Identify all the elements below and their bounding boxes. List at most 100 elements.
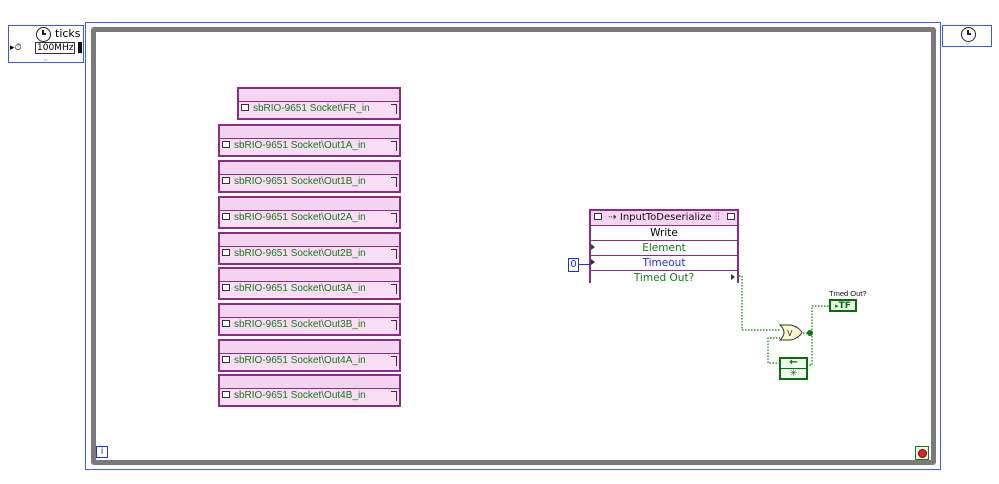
io-item[interactable]: sbRIO-9651 Socket\FR_in: [239, 102, 399, 118]
fpga-io-node[interactable]: sbRIO-9651 Socket\Out2A_in: [218, 196, 401, 229]
io-item[interactable]: sbRIO-9651 Socket\Out1A_in: [220, 139, 399, 155]
reference-icon: [241, 104, 249, 111]
fifo-write-node[interactable]: ⇢ InputToDeserialize ⫶⫶ Write Element Ti…: [589, 209, 739, 285]
fpga-io-node[interactable]: sbRIO-9651 Socket\Out3A_in: [218, 267, 401, 300]
io-node-header: [239, 89, 399, 102]
reference-out-icon: [727, 213, 735, 220]
output-terminal-icon[interactable]: [391, 177, 397, 187]
fpga-io-node[interactable]: sbRIO-9651 Socket\Out1B_in: [218, 160, 401, 193]
io-item-label: sbRIO-9651 Socket\FR_in: [253, 103, 370, 114]
terminal-label: Element: [642, 242, 686, 254]
timeout-wire: [579, 264, 590, 265]
timed-loop-input-node[interactable]: ticks ▸⏱ 100MHz ⌄: [8, 25, 84, 64]
io-item-label: sbRIO-9651 Socket\Out4A_in: [234, 355, 366, 366]
fifo-terminal-timeout[interactable]: Timeout: [591, 256, 737, 271]
feedback-wire: [808, 333, 813, 366]
reference-icon: [222, 177, 230, 184]
indicator-label: Tmed Out?: [829, 289, 867, 298]
reference-icon: [222, 391, 230, 398]
fpga-io-node[interactable]: sbRIO-9651 Socket\Out4B_in: [218, 374, 401, 407]
feedback-return-wire: [767, 337, 780, 364]
io-item-label: sbRIO-9651 Socket\Out4B_in: [234, 390, 366, 401]
timing-source-label: ticks: [55, 27, 81, 40]
feedback-arrow-icon: ←: [781, 358, 806, 369]
expand-chevron-icon[interactable]: ⌄: [42, 54, 50, 64]
source-icon: ▸⏱: [10, 43, 22, 53]
io-item[interactable]: sbRIO-9651 Socket\Out4A_in: [220, 354, 399, 370]
timing-source-row[interactable]: ▸⏱ 100MHz: [9, 42, 83, 54]
io-item[interactable]: sbRIO-9651 Socket\Out1B_in: [220, 175, 399, 191]
fpga-io-node-fr[interactable]: sbRIO-9651 Socket\FR_in: [237, 87, 401, 120]
fpga-io-node[interactable]: sbRIO-9651 Socket\Out3B_in: [218, 303, 401, 336]
or-gate[interactable]: V: [778, 324, 803, 341]
io-item-label: sbRIO-9651 Socket\Out2A_in: [234, 212, 366, 223]
feedback-node[interactable]: ← ✳: [779, 357, 808, 380]
timed-out-indicator[interactable]: ▸TF: [829, 299, 857, 312]
output-terminal-icon: [731, 274, 735, 280]
fifo-header: ⇢ InputToDeserialize ⫶⫶: [591, 211, 737, 226]
io-node-header: [220, 376, 399, 389]
output-terminal-icon[interactable]: [391, 284, 397, 294]
iteration-terminal[interactable]: i: [96, 446, 108, 458]
io-item-label: sbRIO-9651 Socket\Out3A_in: [234, 283, 366, 294]
reference-icon: [222, 141, 230, 148]
terminal-label: Timed Out?: [633, 272, 695, 284]
fifo-terminal-timed-out[interactable]: Timed Out?: [591, 271, 737, 285]
io-item[interactable]: sbRIO-9651 Socket\Out4B_in: [220, 389, 399, 405]
clock-rate-value[interactable]: 100MHz: [35, 42, 76, 54]
output-terminal-icon[interactable]: [391, 320, 397, 330]
fifo-name: InputToDeserialize: [619, 212, 712, 223]
clock-icon: [961, 27, 976, 42]
svg-text:V: V: [787, 329, 793, 338]
io-node-header: [220, 341, 399, 354]
io-node-header: [220, 126, 399, 139]
io-item[interactable]: sbRIO-9651 Socket\Out2A_in: [220, 211, 399, 227]
fifo-arrow-icon: ⇢: [608, 212, 617, 223]
terminal-label: Timeout: [642, 257, 686, 269]
io-node-header: [220, 198, 399, 211]
reference-icon: [222, 320, 230, 327]
or-gate-icon: V: [778, 324, 803, 341]
expand-chevron-icon[interactable]: ⌄: [964, 38, 972, 48]
fpga-io-node[interactable]: sbRIO-9651 Socket\Out2B_in: [218, 232, 401, 265]
io-item-label: sbRIO-9651 Socket\Out2B_in: [234, 248, 366, 259]
reference-icon: [222, 213, 230, 220]
fifo-terminal-element[interactable]: Element: [591, 241, 737, 256]
or-output-wire: [803, 305, 830, 334]
timed-loop-output-node[interactable]: ⌄: [942, 25, 992, 48]
wire-junction: [807, 330, 813, 336]
fifo-method[interactable]: Write: [591, 226, 737, 241]
output-terminal-icon[interactable]: [391, 213, 397, 223]
io-item[interactable]: sbRIO-9651 Socket\Out2B_in: [220, 247, 399, 263]
output-terminal-icon[interactable]: [391, 249, 397, 259]
io-node-header: [220, 269, 399, 282]
clock-icon: [36, 27, 51, 42]
io-item[interactable]: sbRIO-9651 Socket\Out3A_in: [220, 282, 399, 298]
reference-icon: [222, 356, 230, 363]
fifo-data-icon: ⫶⫶: [714, 212, 720, 223]
stop-terminal[interactable]: [915, 446, 929, 460]
output-terminal-icon[interactable]: [391, 356, 397, 366]
indicator-arrow-icon: ▸: [835, 302, 839, 310]
terminal-bar: [78, 42, 82, 53]
initializer-icon: ✳: [789, 369, 798, 379]
io-item-label: sbRIO-9651 Socket\Out3B_in: [234, 319, 366, 330]
stop-icon: [918, 449, 927, 458]
reference-icon: [594, 213, 602, 220]
io-item[interactable]: sbRIO-9651 Socket\Out3B_in: [220, 318, 399, 334]
indicator-type: TF: [838, 301, 851, 311]
timeout-constant[interactable]: 0: [568, 258, 579, 272]
io-node-header: [220, 305, 399, 318]
timed-out-wire: [739, 275, 780, 331]
output-terminal-icon[interactable]: [391, 104, 397, 114]
io-item-label: sbRIO-9651 Socket\Out1A_in: [234, 140, 366, 151]
reference-icon: [222, 249, 230, 256]
fpga-io-node[interactable]: sbRIO-9651 Socket\Out4A_in: [218, 339, 401, 372]
io-item-label: sbRIO-9651 Socket\Out1B_in: [234, 176, 366, 187]
output-terminal-icon[interactable]: [391, 391, 397, 401]
reference-icon: [222, 284, 230, 291]
io-node-header: [220, 162, 399, 175]
fpga-io-node[interactable]: sbRIO-9651 Socket\Out1A_in: [218, 124, 401, 157]
output-terminal-icon[interactable]: [391, 141, 397, 151]
